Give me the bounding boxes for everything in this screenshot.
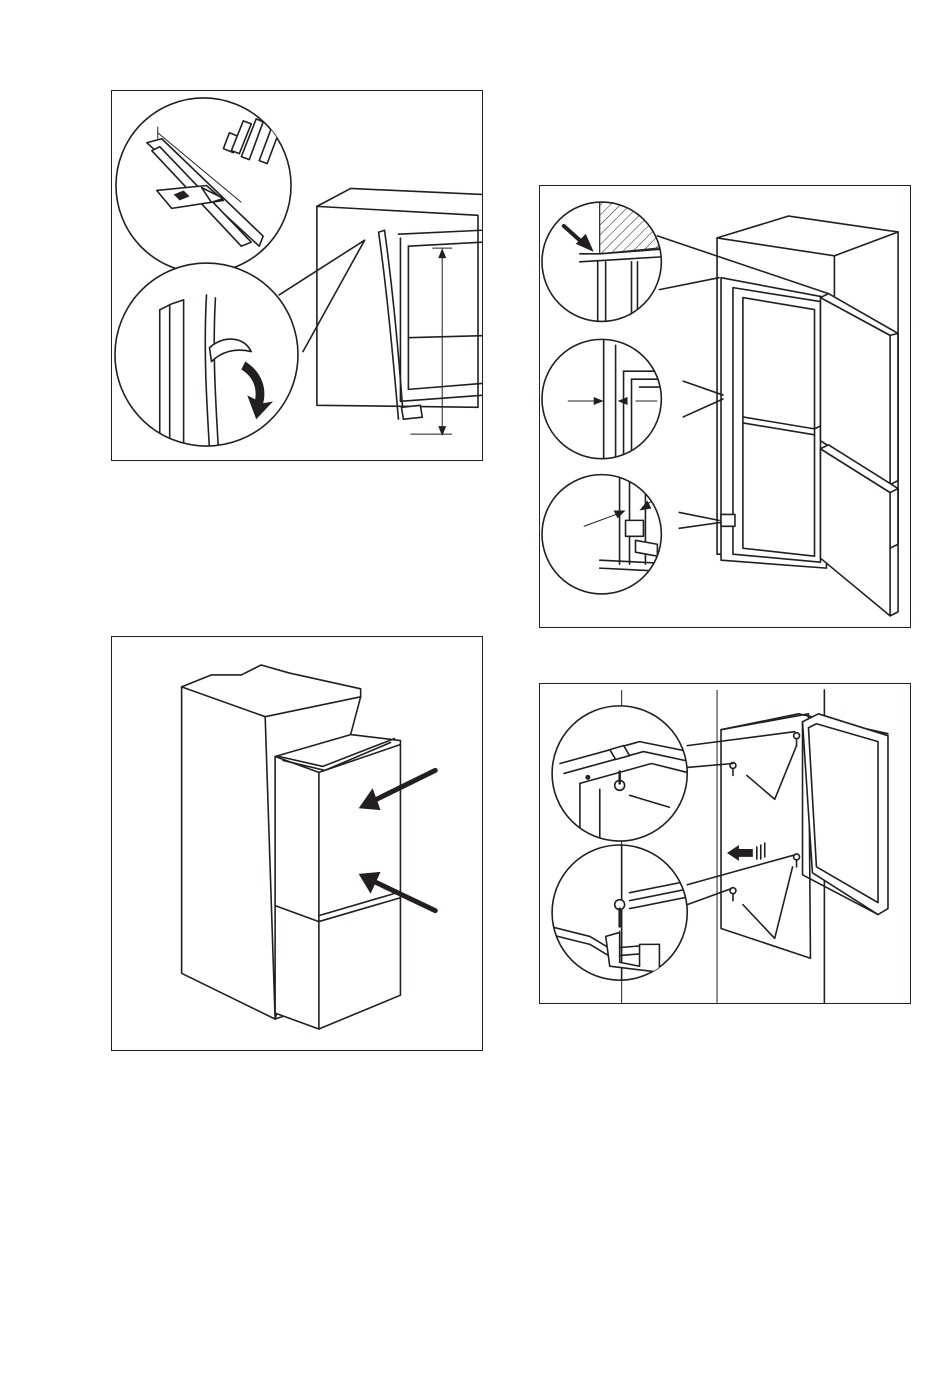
detail-circle-hinge-gap: [542, 475, 679, 594]
detail-circle-cutting: [116, 98, 291, 273]
appliance-side-panel: [721, 714, 888, 958]
fridge-appliance: [275, 735, 400, 1029]
figure-push-appliance-into-niche: [111, 636, 483, 1051]
detail-circle-top-screw: [552, 706, 699, 843]
figure-screw-fixing: [539, 683, 911, 1004]
detail-circle-peeling: [115, 263, 298, 449]
door-alignment-illustration: [540, 186, 910, 627]
seal-strip-illustration: [112, 91, 482, 460]
screw-fixing-illustration: [540, 684, 910, 1003]
detail-circle-side-gap: [542, 335, 679, 464]
figure-door-alignment-gaps: [539, 185, 911, 628]
detail-circle-top-seal: [542, 196, 679, 325]
niche-push-illustration: [112, 637, 482, 1050]
detail-circle-bottom-screw: [550, 843, 699, 982]
figure-seal-strip-cutting: [111, 90, 483, 461]
